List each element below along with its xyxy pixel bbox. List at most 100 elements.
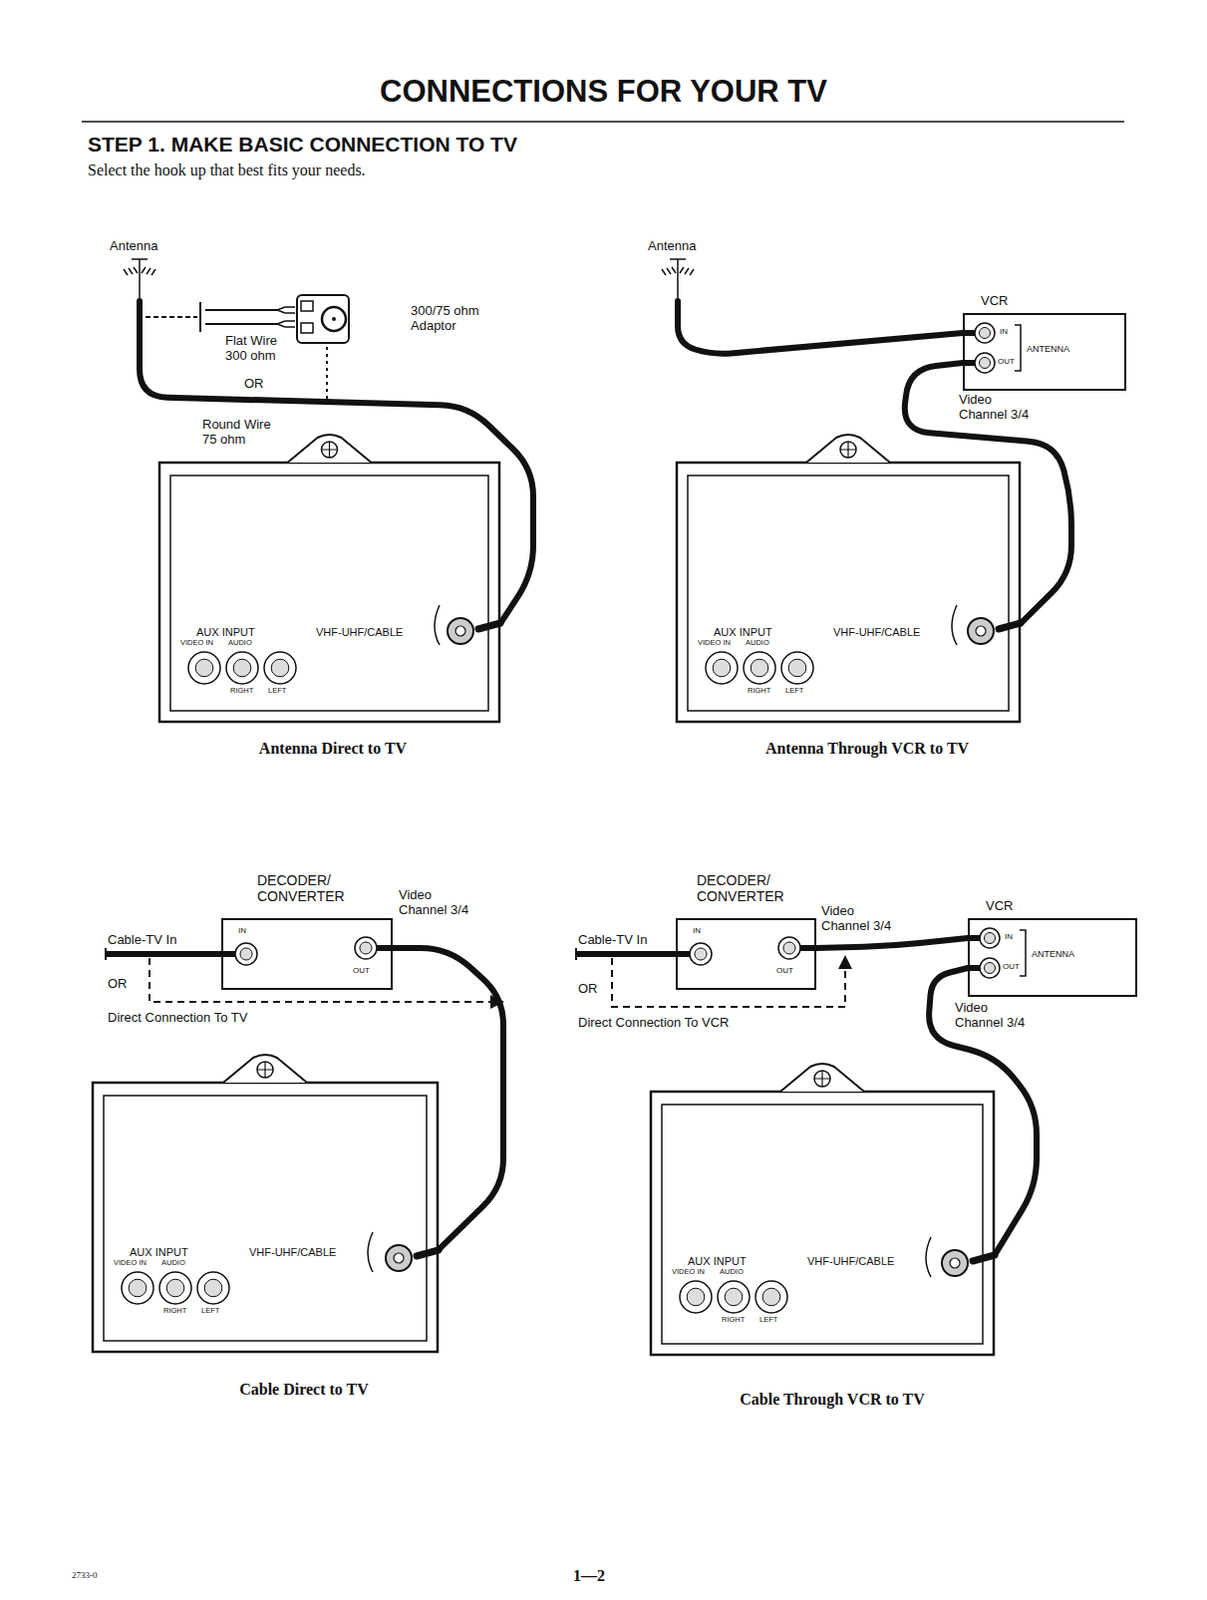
jack-label: VHF-UHF/CABLE bbox=[315, 625, 403, 639]
jack bbox=[235, 942, 258, 965]
jack bbox=[778, 936, 801, 959]
jack-label: VIDEO IN bbox=[697, 638, 731, 648]
antenna-symbol: Antenna bbox=[109, 239, 170, 302]
box-heading: DECODER/ CONVERTER bbox=[257, 872, 357, 905]
tv-hump bbox=[780, 1063, 865, 1092]
jack-label: VIDEO IN bbox=[180, 638, 214, 648]
jack-label: OUT bbox=[997, 356, 1015, 366]
vcr-outline bbox=[963, 313, 1126, 390]
jack bbox=[679, 1280, 712, 1313]
antenna-symbol: Antenna bbox=[647, 239, 708, 302]
jack bbox=[195, 658, 214, 677]
label: Flat Wire 300 ohm bbox=[225, 332, 290, 363]
jack bbox=[724, 1287, 743, 1306]
f-connector bbox=[385, 1244, 412, 1271]
jack-label: OUT bbox=[1002, 961, 1020, 971]
antenna-label: Antenna bbox=[109, 239, 158, 255]
jack bbox=[984, 962, 996, 974]
edge-label: Video Channel 3/4 bbox=[958, 391, 1039, 422]
f-connector bbox=[941, 1249, 968, 1276]
screw bbox=[814, 1070, 831, 1087]
node-outline bbox=[649, 1090, 995, 1356]
tv-cabinet bbox=[676, 462, 1020, 722]
jack bbox=[354, 936, 377, 959]
label: Antenna Through VCR to TV bbox=[717, 739, 1017, 758]
jack bbox=[359, 941, 372, 954]
label: Cable-TV In bbox=[578, 931, 647, 947]
jack-label: RIGHT bbox=[747, 686, 771, 696]
jack-label: AUDIO bbox=[228, 638, 253, 648]
vcr-outline bbox=[968, 918, 1137, 996]
f-connector bbox=[447, 617, 474, 644]
coax-cable bbox=[905, 362, 1072, 623]
jack-label: AUDIO bbox=[719, 1267, 744, 1277]
box-heading: DECODER/ CONVERTER bbox=[696, 872, 797, 905]
jack bbox=[974, 352, 995, 373]
jack-label: AUX INPUT bbox=[129, 1245, 189, 1259]
jack-label: AUDIO bbox=[161, 1258, 186, 1268]
jack bbox=[979, 927, 1000, 948]
label: Round Wire 75 ohm bbox=[202, 416, 283, 447]
jack-label: IN bbox=[692, 925, 701, 935]
decoder-outline bbox=[676, 918, 816, 989]
jack bbox=[166, 1278, 185, 1297]
label: 2733-0 bbox=[71, 1569, 98, 1580]
node-outline bbox=[91, 1081, 439, 1353]
jack bbox=[743, 651, 776, 684]
tv-inner-panel bbox=[103, 1095, 427, 1341]
antenna-mast bbox=[661, 259, 694, 302]
coax-cable bbox=[677, 301, 963, 354]
jack-label: LEFT bbox=[201, 1306, 220, 1316]
f-connector bbox=[967, 617, 994, 644]
cable-plug bbox=[998, 622, 1021, 629]
flat-wire bbox=[145, 301, 296, 332]
jack-label: LEFT bbox=[759, 1315, 778, 1325]
tv-cabinet bbox=[159, 462, 500, 722]
jack-label: ANTENNA bbox=[1031, 948, 1075, 959]
f-connector bbox=[455, 625, 466, 636]
f-connector bbox=[393, 1252, 404, 1263]
jack bbox=[204, 1278, 223, 1297]
antenna-label: Antenna bbox=[647, 239, 696, 255]
cable-plug bbox=[972, 1254, 995, 1261]
jack-label: VHF-UHF/CABLE bbox=[833, 625, 920, 639]
connector-bracket bbox=[367, 1231, 373, 1272]
jack-label: OUT bbox=[352, 965, 370, 975]
jack bbox=[121, 1271, 154, 1304]
jack-label: RIGHT bbox=[230, 686, 254, 696]
box-heading: VCR bbox=[985, 899, 1013, 914]
label: Direct Connection To VCR bbox=[578, 1014, 730, 1030]
jack bbox=[762, 1287, 781, 1306]
antenna-mast bbox=[123, 259, 156, 302]
node-outline bbox=[158, 461, 501, 723]
tv-cabinet bbox=[92, 1082, 438, 1352]
node-outline bbox=[675, 461, 1021, 723]
screw bbox=[321, 441, 338, 458]
label: 300/75 ohm Adaptor bbox=[410, 302, 489, 333]
coax-cable bbox=[392, 947, 504, 1250]
label: Cable Through VCR to TV bbox=[682, 1390, 982, 1409]
cable-plug bbox=[962, 332, 975, 363]
jack bbox=[717, 1280, 750, 1313]
bracket bbox=[1014, 324, 1021, 371]
screw bbox=[840, 441, 857, 458]
jack-label: VHF-UHF/CABLE bbox=[807, 1254, 895, 1268]
f-connector bbox=[949, 1257, 960, 1268]
step-heading: STEP 1. MAKE BASIC CONNECTION TO TV bbox=[87, 132, 518, 157]
tv-back-panel: AUX INPUTVIDEO INAUDIORIGHTLEFTVHF-UHF/C… bbox=[91, 1081, 439, 1353]
jack bbox=[781, 651, 814, 684]
label: Cable-TV In bbox=[107, 931, 177, 947]
tv-inner-panel bbox=[687, 475, 1009, 711]
adaptor-symbol bbox=[297, 295, 349, 399]
jack bbox=[240, 947, 253, 960]
instruction: Select the hook up that best fits your n… bbox=[87, 161, 366, 180]
jack-label: AUX INPUT bbox=[687, 1254, 747, 1268]
jack-label: IN bbox=[1004, 931, 1013, 941]
jack bbox=[226, 651, 259, 684]
jack bbox=[712, 658, 731, 677]
decoder-box: DECODER/ CONVERTERINOUT bbox=[675, 917, 817, 990]
jack bbox=[979, 957, 1000, 978]
jack bbox=[159, 1271, 192, 1304]
